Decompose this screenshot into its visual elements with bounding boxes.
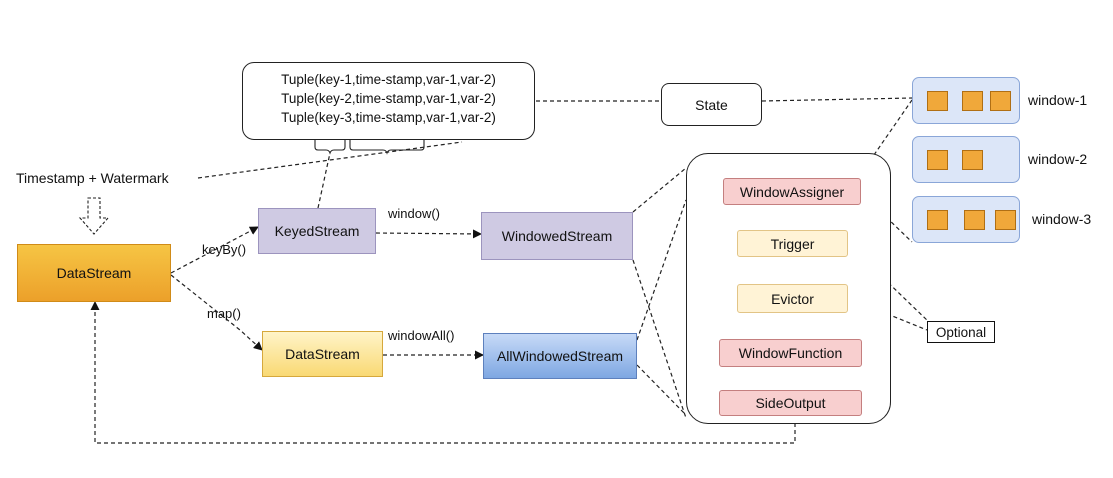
datastream-main-node: DataStream xyxy=(17,244,171,302)
optional-label-box: Optional xyxy=(927,321,995,343)
window-item xyxy=(927,210,948,230)
keyed-stream-node: KeyedStream xyxy=(258,208,376,254)
window-item xyxy=(962,91,983,111)
window-item xyxy=(962,150,983,170)
window-1-label: window-1 xyxy=(1028,92,1088,108)
window-2-box xyxy=(912,136,1020,183)
window-item xyxy=(927,91,948,111)
keyed-brace-link xyxy=(317,152,331,209)
allwindowed-container-bottom xyxy=(636,364,687,416)
watermark-link xyxy=(197,141,463,179)
window-item xyxy=(964,210,985,230)
windowed-container-bottom xyxy=(632,259,687,419)
window-assigner-node: WindowAssigner xyxy=(723,178,861,205)
brace-key xyxy=(314,140,346,155)
keyby-edge xyxy=(170,226,259,274)
window-item xyxy=(927,150,948,170)
tuple-line-2: Tuple(key-2,time-stamp,var-1,var-2) xyxy=(281,91,496,106)
brace-timestamp xyxy=(349,140,425,155)
allwindowed-container-top xyxy=(636,199,687,341)
timestamp-watermark-label: Timestamp + Watermark xyxy=(16,170,169,186)
watermark-down-arrow xyxy=(78,197,110,235)
window-label: window() xyxy=(388,206,441,221)
map-edge xyxy=(170,274,263,351)
tuple-line-3: Tuple(key-3,time-stamp,var-1,var-2) xyxy=(281,110,496,125)
window-3-label: window-3 xyxy=(1032,211,1092,227)
tuple-list-box: Tuple(key-1,time-stamp,var-1,var-2) Tupl… xyxy=(242,62,535,140)
side-output-node: SideOutput xyxy=(719,390,862,416)
datastream-map-node: DataStream xyxy=(262,331,383,377)
keyby-label: keyBy() xyxy=(202,242,247,257)
window-item xyxy=(990,91,1011,111)
trigger-node: Trigger xyxy=(737,230,848,257)
map-label: map() xyxy=(207,306,241,321)
tuple-line-1: Tuple(key-1,time-stamp,var-1,var-2) xyxy=(281,72,496,87)
window-1-box xyxy=(912,77,1020,124)
window-3-box xyxy=(912,196,1020,243)
window-item xyxy=(995,210,1016,230)
window-all-label: windowAll() xyxy=(388,328,455,343)
evictor-node: Evictor xyxy=(737,284,848,313)
windowed-container-top xyxy=(632,167,687,213)
all-windowed-stream-node: AllWindowedStream xyxy=(483,333,637,379)
window-function-node: WindowFunction xyxy=(719,339,862,367)
windowed-stream-node: WindowedStream xyxy=(481,212,633,260)
state-window1-link xyxy=(761,97,913,102)
window-edge xyxy=(375,229,482,239)
state-node: State xyxy=(661,83,762,126)
window-2-label: window-2 xyxy=(1028,151,1088,167)
